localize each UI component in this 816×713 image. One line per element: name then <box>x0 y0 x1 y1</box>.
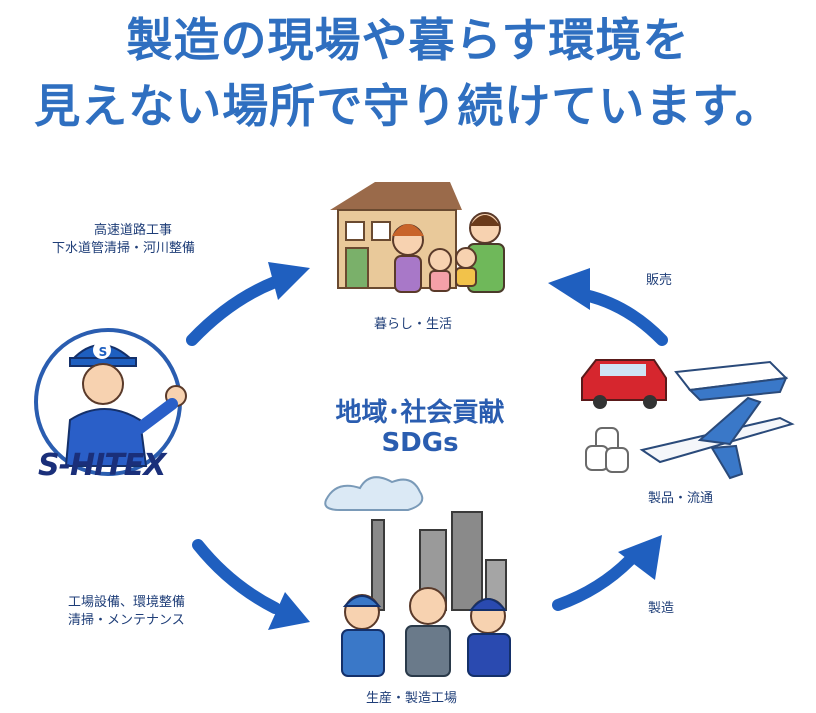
center-title-line-2: SDGs <box>381 428 459 458</box>
flow-label-sales: 販売 <box>646 273 673 288</box>
node-label-factory: 生産・製造工場 <box>366 691 458 706</box>
worker-mascot <box>34 328 187 476</box>
flow-label-manufacturing: 製造 <box>648 601 675 616</box>
flow-label-bottom-left-2: 清掃・メンテナンス <box>68 613 185 628</box>
arrow-bottom-right <box>552 535 662 611</box>
products-distribution-illustration <box>581 359 795 480</box>
headline-line-2: 見えない場所で守り続けています。 <box>34 79 782 133</box>
center-title-line-1: 地域･社会貢献 <box>335 398 505 428</box>
headline-line-1: 製造の現場や暮らす環境を <box>126 13 690 67</box>
center-title: 地域･社会貢献 SDGs <box>320 398 520 458</box>
cap-badge-letter: S <box>99 345 108 359</box>
factory-workers-illustration <box>324 476 511 677</box>
family-house-illustration <box>330 182 505 293</box>
flow-label-top-left-2: 下水道管清掃・河川整備 <box>52 241 196 256</box>
node-label-products: 製品・流通 <box>648 491 714 506</box>
arrow-bottom-left <box>192 539 310 630</box>
company-logo: S-HITEX <box>38 448 166 483</box>
flow-label-top-left-1: 高速道路工事 <box>94 223 173 238</box>
arrow-top-left <box>186 262 310 346</box>
arrow-right-top <box>548 268 668 346</box>
node-label-living: 暮らし・生活 <box>374 317 453 332</box>
flow-label-bottom-left-1: 工場設備、環境整備 <box>68 595 186 610</box>
